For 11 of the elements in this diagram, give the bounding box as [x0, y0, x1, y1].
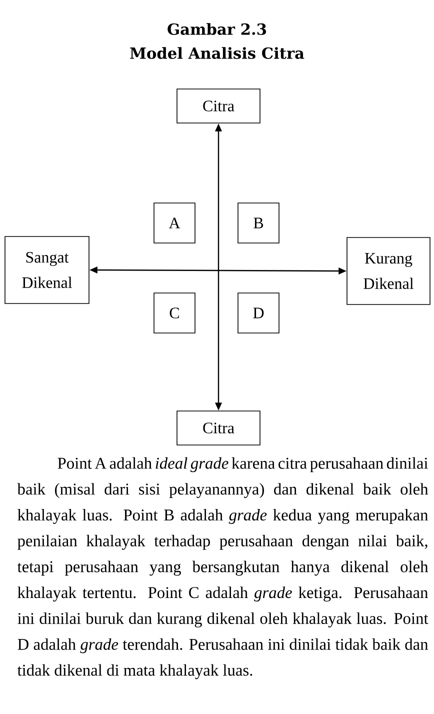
label-box: Citra	[176, 88, 260, 124]
label-box: Kurang Dikenal	[346, 237, 430, 305]
label-box: Sangat Dikenal	[4, 236, 90, 304]
letter-box: C	[154, 292, 196, 334]
figure-title: Gambar 2.3	[168, 23, 266, 35]
figure-caption: Model Analisis Citra	[130, 47, 304, 59]
letter-box: B	[238, 202, 280, 244]
letter-box: D	[238, 292, 280, 334]
paragraph: Point A adalah ideal grade karena citra perusahaan dinilai baik (misal dari sisi pelayanannya) dan dikenal baik oleh khalayak luas. Point B adalah grade kedua yang merupakan penilaian khalayak terhadap perusahaan dengan nilai baik, tetapi perusahaan yang bersangkutan hanya dikenal oleh khalayak tertentu. Point C adalah grade ketiga. Perusahaan ini dinilai buruk dan kurang dikenal oleh khalayak luas. Point D adalah grade terendah. Perusahaan ini dinilai tidak baik dan tidak dikenal di mata khalayak luas.	[17, 457, 428, 680]
label-box: Citra	[176, 410, 260, 446]
letter-box: A	[154, 202, 196, 244]
